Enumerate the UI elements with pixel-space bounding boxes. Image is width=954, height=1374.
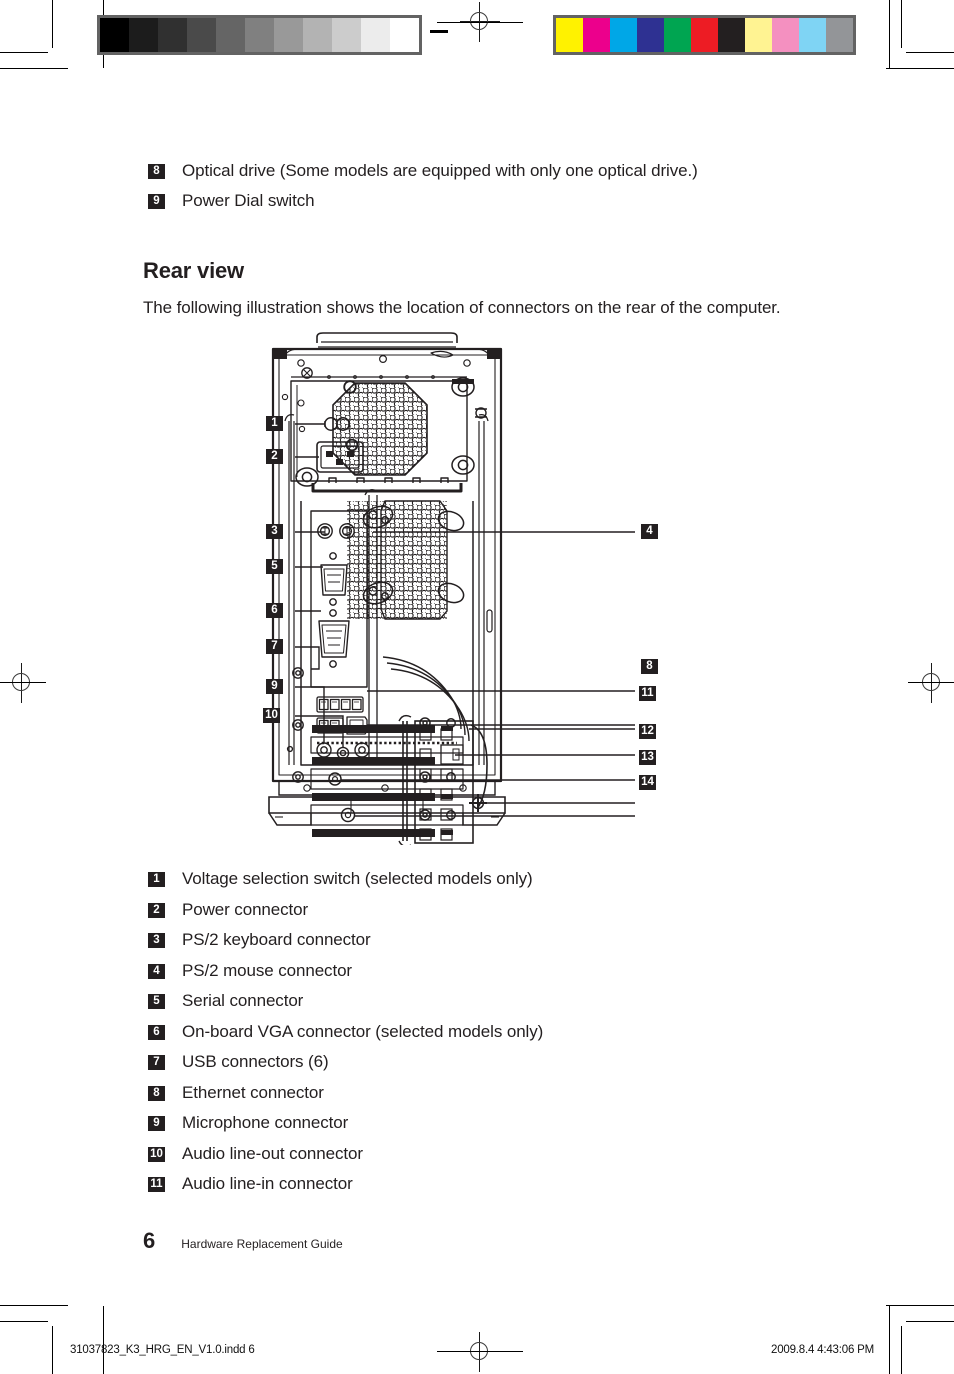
color-calibration-bar <box>553 15 856 55</box>
figure-callout-14: 14 <box>639 775 656 790</box>
callout-number-badge: 6 <box>148 1024 165 1040</box>
gray-swatch <box>332 18 361 52</box>
callout-number-badge: 8 <box>148 1085 165 1101</box>
list-item: 9 Power Dial switch <box>148 190 868 212</box>
figure-callout-2: 2 <box>266 449 283 464</box>
callout-label: USB connectors (6) <box>182 1052 329 1071</box>
callout-number-badge: 3 <box>148 933 165 948</box>
fold-tick-top <box>437 22 523 23</box>
callout-number-badge: 8 <box>148 164 165 179</box>
callout-label: PS/2 keyboard connector <box>182 930 371 949</box>
figure-callout-3: 3 <box>266 524 283 539</box>
gray-swatch <box>303 18 332 52</box>
callout-label: Microphone connector <box>182 1113 349 1132</box>
bar-dash-left <box>430 30 448 33</box>
color-swatch <box>583 18 610 52</box>
figure-callout-11: 11 <box>639 686 656 701</box>
list-item: 4 PS/2 mouse connector <box>148 960 868 982</box>
figure-callout-13: 13 <box>639 750 656 765</box>
continued-callout-list: 8 Optical drive (Some models are equippe… <box>148 160 868 220</box>
color-swatch <box>718 18 745 52</box>
color-swatch <box>691 18 718 52</box>
page-number: 6 <box>143 1228 156 1253</box>
callout-number-badge: 1 <box>148 872 165 887</box>
figure-callout-4: 4 <box>641 524 658 539</box>
color-swatch <box>772 18 799 52</box>
list-item: 7 USB connectors (6) <box>148 1051 868 1073</box>
list-item: 3 PS/2 keyboard connector <box>148 929 868 951</box>
gray-swatch <box>274 18 303 52</box>
color-swatch <box>637 18 664 52</box>
list-item: 8 Optical drive (Some models are equippe… <box>148 160 868 182</box>
section-intro-text: The following illustration shows the loc… <box>143 298 781 317</box>
callout-label: Ethernet connector <box>182 1082 324 1102</box>
callout-number-badge: 9 <box>148 194 165 209</box>
callout-number-badge: 5 <box>148 994 165 1009</box>
figure-callout-6: 6 <box>266 603 283 618</box>
color-swatch <box>826 18 853 52</box>
figure-callout-8: 8 <box>641 659 658 674</box>
color-swatch <box>610 18 637 52</box>
gray-swatch <box>158 18 187 52</box>
gray-swatch <box>361 18 390 52</box>
callout-number-badge: 11 <box>148 1177 165 1192</box>
callout-number-badge: 4 <box>148 963 165 979</box>
callout-label: On-board VGA connector (selected models … <box>182 1021 544 1041</box>
list-item: 2 Power connector <box>148 899 868 921</box>
fold-tick-right <box>908 682 954 683</box>
list-item: 10 Audio line-out connector <box>148 1143 868 1165</box>
page-footer: 6 Hardware Replacement Guide <box>143 1228 343 1254</box>
fold-tick-left <box>0 682 46 683</box>
callout-label: Audio line-out connector <box>182 1143 363 1163</box>
gray-swatch <box>245 18 274 52</box>
list-item: 9 Microphone connector <box>148 1112 868 1134</box>
chassis-rear-diagram <box>268 332 506 845</box>
color-swatch <box>664 18 691 52</box>
list-item: 11 Audio line-in connector <box>148 1173 868 1195</box>
figure-callout-1: 1 <box>266 416 283 431</box>
callout-number-badge: 9 <box>148 1116 165 1131</box>
figure-callout-12: 12 <box>639 724 656 739</box>
figure-callout-7: 7 <box>266 639 283 654</box>
callout-number-badge: 10 <box>148 1146 165 1162</box>
gray-swatch <box>216 18 245 52</box>
callout-label: Power Dial switch <box>182 191 315 210</box>
callout-label: Voltage selection switch (selected model… <box>182 869 533 888</box>
callout-label: Power connector <box>182 899 309 919</box>
figure-callout-9: 9 <box>266 679 283 694</box>
color-swatch <box>745 18 772 52</box>
callout-label: PS/2 mouse connector <box>182 960 352 980</box>
rear-view-illustration <box>255 325 675 845</box>
figure-callout-5: 5 <box>266 559 283 574</box>
grayscale-calibration-bar <box>97 15 422 55</box>
color-swatch <box>799 18 826 52</box>
gray-swatch <box>187 18 216 52</box>
callout-label: Optical drive (Some models are equipped … <box>182 161 698 180</box>
list-item: 1 Voltage selection switch (selected mod… <box>148 868 868 890</box>
gray-swatch <box>390 18 419 52</box>
callout-label: Serial connector <box>182 991 304 1010</box>
gray-swatch <box>100 18 129 52</box>
list-item: 8 Ethernet connector <box>148 1082 868 1104</box>
rear-view-legend-list: 1 Voltage selection switch (selected mod… <box>148 868 868 1204</box>
print-slug-timestamp: 2009.8.4 4:43:06 PM <box>771 1344 874 1356</box>
print-slug-filename: 31037823_K3_HRG_EN_V1.0.indd 6 <box>70 1344 255 1356</box>
fold-tick-bottom <box>437 1351 523 1352</box>
color-swatch <box>556 18 583 52</box>
callout-number-badge: 2 <box>148 902 165 918</box>
figure-callout-10: 10 <box>263 708 280 723</box>
guide-title: Hardware Replacement Guide <box>181 1237 343 1251</box>
callout-label: Audio line-in connector <box>182 1174 353 1193</box>
list-item: 5 Serial connector <box>148 990 868 1012</box>
gray-swatch <box>129 18 158 52</box>
callout-number-badge: 7 <box>148 1055 165 1070</box>
list-item: 6 On-board VGA connector (selected model… <box>148 1021 868 1043</box>
section-heading: Rear view <box>143 258 244 283</box>
